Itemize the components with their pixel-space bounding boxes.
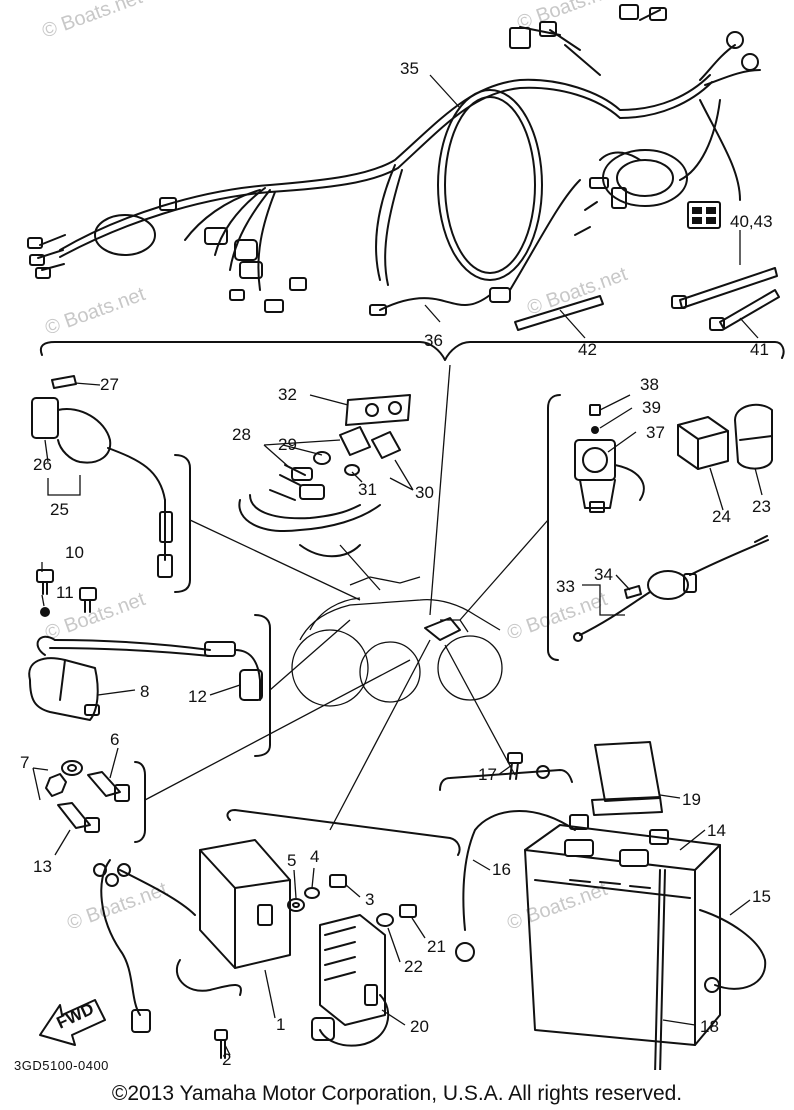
wire-harness xyxy=(27,4,780,331)
callout-7: 7 xyxy=(20,753,29,772)
callout-27: 27 xyxy=(100,375,119,394)
callout-labels: 35 40,43 36 42 41 27 32 38 39 37 28 29 2… xyxy=(20,59,773,1069)
atv-silhouette xyxy=(291,576,503,707)
callout-39: 39 xyxy=(642,398,661,417)
callout-20: 20 xyxy=(410,1017,429,1036)
callout-19: 19 xyxy=(682,790,701,809)
callout-3: 3 xyxy=(365,890,374,909)
ignition-coil xyxy=(28,635,263,721)
callout-11: 11 xyxy=(56,583,74,602)
callout-42: 42 xyxy=(578,340,597,359)
callout-34: 34 xyxy=(594,565,613,584)
callout-26: 26 xyxy=(33,455,52,474)
neutral-switch-lead xyxy=(573,535,769,642)
callout-leaders xyxy=(32,74,763,1056)
leader-lines xyxy=(144,364,549,831)
callout-5: 5 xyxy=(287,851,296,870)
battery xyxy=(524,814,767,1070)
wiring-diagram: © Boats.net © Boats.net © Boats.net © Bo… xyxy=(20,0,785,1070)
callout-8: 8 xyxy=(140,682,149,701)
callout-23: 23 xyxy=(752,497,771,516)
watermarks: © Boats.net © Boats.net © Boats.net © Bo… xyxy=(39,0,630,935)
callout-40-43: 40,43 xyxy=(730,212,773,231)
callout-4: 4 xyxy=(310,847,319,866)
starter-relay xyxy=(574,403,773,513)
callout-21: 21 xyxy=(427,937,446,956)
watermark-text: © Boats.net xyxy=(504,588,610,645)
callout-24: 24 xyxy=(712,507,731,526)
forward-arrow: FWD xyxy=(39,999,106,1046)
copyright-notice: ©2013 Yamaha Motor Corporation, U.S.A. A… xyxy=(111,1082,683,1105)
battery-hardware xyxy=(455,741,663,962)
callout-28: 28 xyxy=(232,425,251,444)
callout-41: 41 xyxy=(750,340,769,359)
callout-17: 17 xyxy=(478,765,497,784)
part-code: 3GD5100-0400 xyxy=(14,1058,109,1073)
main-switch xyxy=(31,375,173,578)
group-brackets xyxy=(39,341,785,856)
callout-35: 35 xyxy=(400,59,419,78)
callout-25: 25 xyxy=(50,500,69,519)
callout-10: 10 xyxy=(65,543,84,562)
callout-37: 37 xyxy=(646,423,665,442)
bolts xyxy=(36,569,97,617)
watermark-text: © Boats.net xyxy=(64,878,170,935)
callout-29: 29 xyxy=(278,435,297,454)
callout-14: 14 xyxy=(707,821,726,840)
watermark-text: © Boats.net xyxy=(39,0,145,43)
oil-switch xyxy=(45,760,130,833)
callout-18: 18 xyxy=(700,1017,719,1036)
callout-16: 16 xyxy=(492,860,511,879)
switch-assembly xyxy=(238,394,411,558)
callout-31: 31 xyxy=(358,480,377,499)
callout-32: 32 xyxy=(278,385,297,404)
callout-36: 36 xyxy=(424,331,443,350)
callout-33: 33 xyxy=(556,577,575,596)
callout-22: 22 xyxy=(404,957,423,976)
callout-2: 2 xyxy=(222,1050,231,1069)
cdi-unit xyxy=(93,839,417,1059)
callout-12: 12 xyxy=(188,687,207,706)
callout-13: 13 xyxy=(33,857,52,876)
watermark-text: © Boats.net xyxy=(42,283,148,340)
callout-6: 6 xyxy=(110,730,119,749)
callout-1: 1 xyxy=(276,1015,285,1034)
callout-15: 15 xyxy=(752,887,771,906)
callout-38: 38 xyxy=(640,375,659,394)
callout-30: 30 xyxy=(415,483,434,502)
